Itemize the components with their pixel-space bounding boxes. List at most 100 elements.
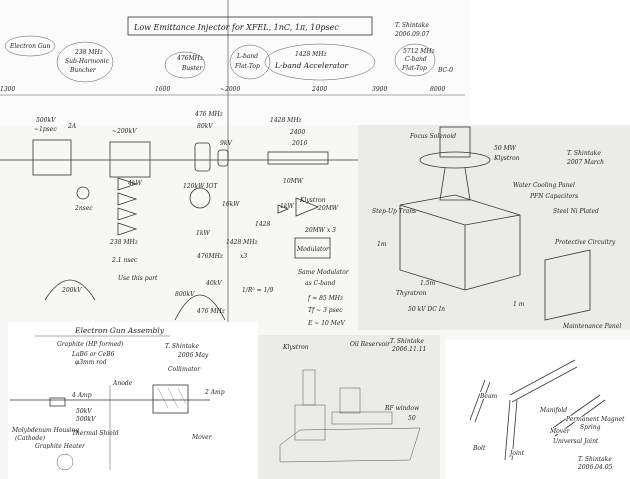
accelerator-structure [267, 151, 329, 165]
label: E ~ 10 MeV [307, 320, 345, 327]
electron-gun-sheet: Electron Gun Assembly T. Shintake 2006 M… [8, 322, 258, 479]
label: 120kW IOT [183, 183, 218, 190]
distance-label: 1600 [155, 86, 170, 93]
modulator-cabinet [399, 194, 521, 291]
label: Water Cooling Panel [513, 182, 575, 189]
label: 2nsec [74, 205, 93, 212]
label: 50 [408, 415, 416, 422]
label: 1428 [255, 221, 270, 228]
label: 1428 MHz [270, 117, 303, 124]
label: Manifold [539, 407, 567, 414]
label: 476MHz [196, 253, 224, 260]
pulse-source [76, 186, 90, 200]
label: 1m [377, 241, 387, 248]
distance-label: ~2000 [220, 86, 240, 93]
label: 2400 [289, 129, 305, 136]
klystron-modulator-sheet: Focus Solenoid 50 MW Klystron T. Shintak… [358, 125, 630, 330]
booster-cavity [194, 142, 211, 172]
label: Molybdenum Housing [11, 427, 79, 434]
bubble-text: Flat-Top [234, 63, 260, 70]
collimator-drawing [152, 384, 189, 414]
label: 16kW [222, 201, 240, 208]
bubble-text: 238 MHz [74, 49, 104, 56]
label: T. Shintake [578, 456, 612, 463]
label: as C-band [305, 280, 335, 287]
label: Collimator [168, 366, 201, 373]
label: Beam [479, 393, 498, 400]
label: Focus Solenoid [409, 133, 456, 140]
label: Graphite (HP formed) [57, 341, 124, 348]
injector-schematic-sheet: Low Emittance Injector for XFEL, 1nC, 1π… [0, 0, 465, 340]
bubble-text: L-band Accelerator [274, 61, 348, 70]
label: Universal Joint [553, 438, 599, 445]
amplifier-bank [117, 177, 138, 236]
modulator-box [294, 237, 331, 259]
label: Tf ~ 3 psec [308, 307, 343, 314]
label: 20MW x 3 [304, 227, 336, 234]
label: Klystron [299, 197, 326, 204]
label: (Cathode) [15, 435, 46, 442]
distance-label: 3900 [372, 86, 387, 93]
label: 476 MHz [194, 111, 224, 118]
label: 4kW [127, 180, 142, 187]
label: 2.1 nsec [111, 257, 138, 264]
label: 20MW [317, 205, 339, 212]
label: ~1psec [34, 126, 57, 133]
label: 800kV [175, 291, 195, 298]
bc0-label: BC-0 [437, 67, 453, 74]
bubble-text: Buster [181, 65, 203, 72]
label: 1 m [513, 301, 525, 308]
label: 50 kV DC In [408, 306, 445, 313]
label: 200kV [61, 287, 82, 294]
label: T. Shintake [390, 338, 424, 345]
label: 80kV [197, 123, 213, 130]
bubble-text: 476MHz [176, 55, 204, 62]
label: Klystron [493, 155, 520, 162]
label: 10MW [283, 178, 304, 185]
label: Thermal Shield [72, 430, 119, 437]
label: Mover [191, 434, 213, 441]
label: PFN Capacitors [529, 193, 578, 200]
label: Maintenance Panel [562, 323, 621, 330]
label: 1/R² = 1/9 [242, 287, 273, 294]
label: φ3mm rod [75, 359, 107, 366]
label: 2006 May [177, 352, 209, 359]
label: 1kW [280, 203, 294, 210]
flat-top-cavity [217, 149, 229, 167]
distance-label: 1300 [0, 86, 15, 93]
bubble-text: L-band [236, 53, 258, 60]
label: Modulator [296, 246, 330, 253]
label: Step-Up Trans [372, 208, 416, 215]
bubble-text: 5712 MHz [403, 48, 436, 55]
label: 40kV [205, 280, 222, 287]
label: Anode [112, 380, 133, 387]
label: Spring [580, 424, 601, 431]
label: Bolt [472, 445, 486, 452]
bubble-text: Buncher [69, 67, 97, 74]
label: Oil Reservoir [350, 341, 391, 348]
label: 1kW [196, 230, 210, 237]
mover-sheet: Beam Manifold Permanent Magnet Spring Mo… [445, 340, 630, 479]
buncher-symbol [109, 141, 151, 178]
label: T. Shintake [165, 343, 199, 350]
title-box [127, 16, 373, 36]
label: 500kV [36, 117, 56, 124]
maintenance-panel-drawing [544, 249, 591, 321]
klystron-amp [277, 197, 320, 217]
label: 4 Amp [71, 392, 92, 399]
bubble-text: Flat-Top [401, 65, 427, 72]
label: 2006.11.11 [391, 346, 426, 353]
mover-arms [469, 359, 606, 461]
label: 50kV [76, 408, 92, 415]
label: 2A [67, 123, 77, 130]
label: 500kV [76, 416, 96, 423]
label: 2016 [291, 140, 307, 147]
iot-symbol [189, 187, 211, 209]
permanent-magnet-label: Permanent Magnet [565, 416, 625, 423]
label: 50 MW [494, 145, 517, 152]
label: 2007 March [566, 159, 604, 166]
label: Protective Circuitry [554, 239, 616, 246]
distance-label: 2400 [311, 86, 327, 93]
author: T. Shintake [395, 22, 429, 29]
